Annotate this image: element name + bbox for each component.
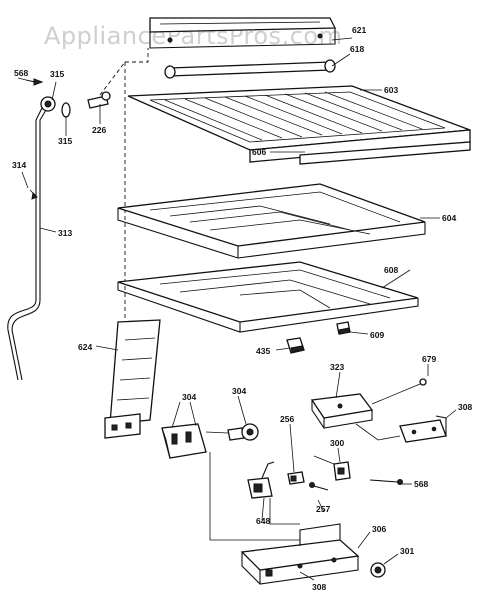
crisper-pan-part [117,261,419,333]
callout-618: 618 [350,44,364,54]
switch-256-part [287,471,305,485]
crisper-cover-part [117,183,426,259]
callout-315-top: 315 [50,69,64,79]
callout-609: 609 [370,330,384,340]
callout-306: 306 [372,524,386,534]
wire-lead [209,452,300,541]
shelf-rod-part [164,59,336,79]
shelf-glass-part [127,85,471,165]
bracket-308-part [355,415,447,443]
callout-568-top: 568 [14,68,28,78]
callout-257: 257 [316,504,330,514]
callout-301: 301 [400,546,414,556]
callout-314: 314 [12,160,26,170]
callout-315-bottom: 315 [58,136,72,146]
clip-609-part [336,321,351,335]
callout-304-left: 304 [182,392,196,402]
callout-568-bottom: 568 [414,479,428,489]
leader-lines [21,37,457,581]
switch-648-part [247,461,275,499]
callout-608: 608 [384,265,398,275]
callout-624: 624 [78,342,92,352]
base-bracket-part [240,523,360,585]
callout-604: 604 [442,213,456,223]
switch-300-part [313,455,351,481]
air-duct-part [104,319,161,439]
callout-323: 323 [330,362,344,372]
callout-606: 606 [252,147,266,157]
callout-435: 435 [256,346,270,356]
clip-435-part [286,337,305,354]
callout-648: 648 [256,516,270,526]
control-housing-part [161,423,259,459]
screw-568-part [369,479,403,485]
callout-256: 256 [280,414,294,424]
callout-226: 226 [92,125,106,135]
callout-300: 300 [330,438,344,448]
bracket-323-part [310,378,427,429]
callout-labels: 621 618 603 606 604 608 609 435 568 315 … [12,25,472,592]
callout-313: 313 [58,228,72,238]
callout-308-bottom: 308 [312,582,326,592]
knob-301-part [370,562,386,578]
callout-679: 679 [422,354,436,364]
callout-621: 621 [352,25,366,35]
water-tube-assembly [7,77,111,381]
screw-257-part [309,482,329,491]
top-bracket-part [149,17,337,49]
callout-603: 603 [384,85,398,95]
callout-304-right: 304 [232,386,246,396]
callout-308-right: 308 [458,402,472,412]
